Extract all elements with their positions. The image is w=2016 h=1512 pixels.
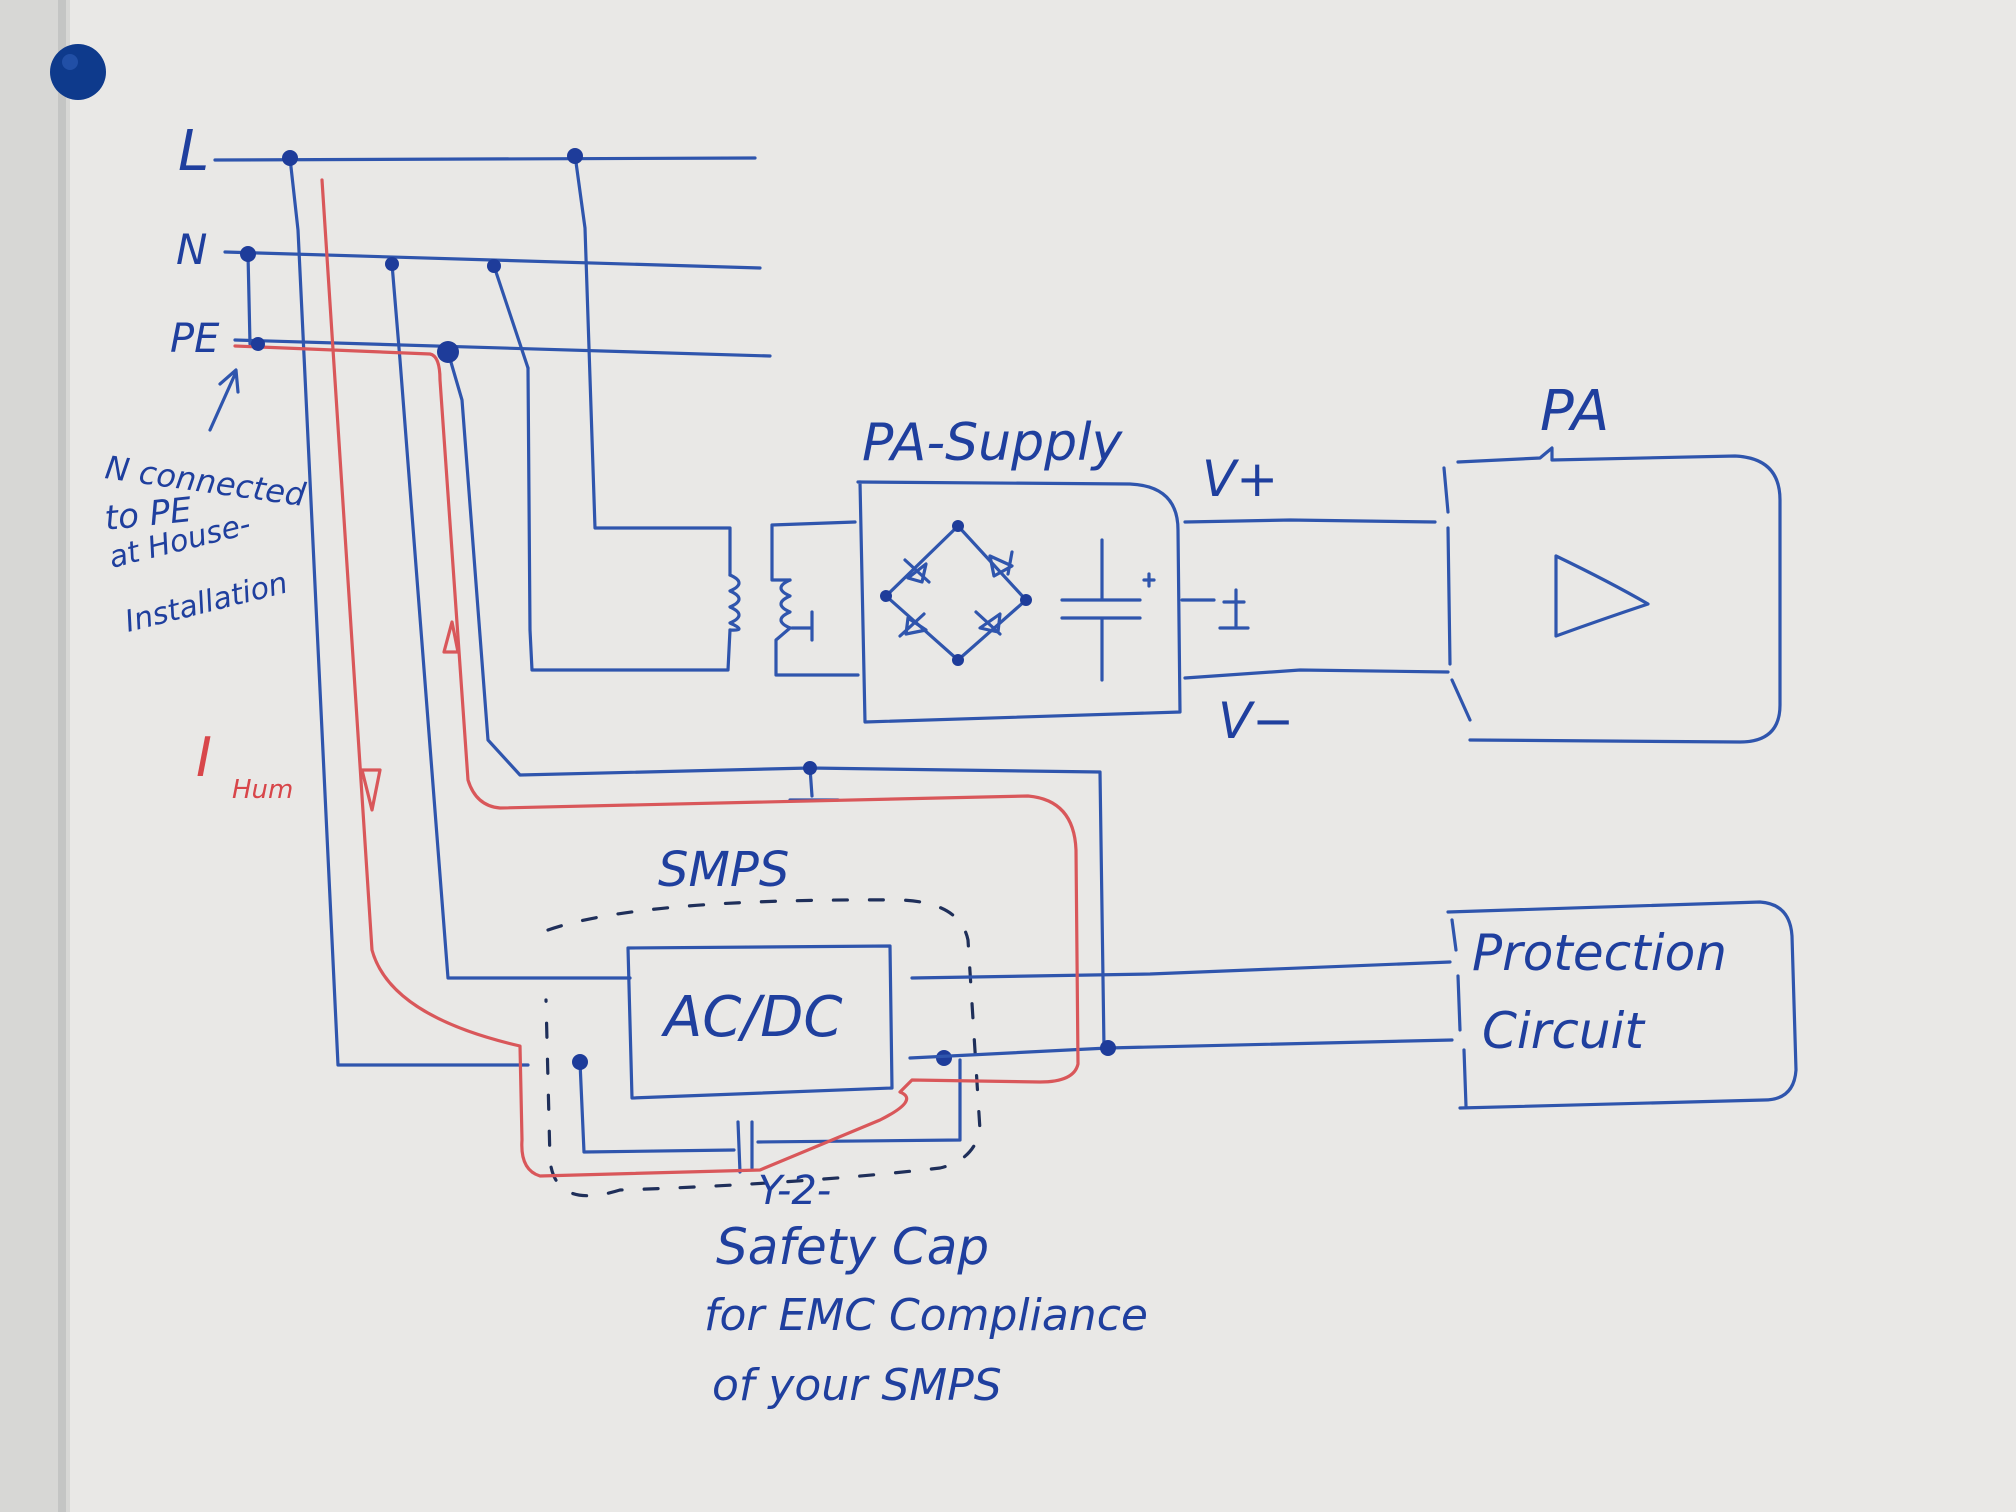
safety-cap-note: Safety Cap for EMC Compliance of your SM… [704,1218,1148,1411]
smps-dashed-boundary [544,898,982,1198]
protection-label-line1: Protection [1472,924,1727,982]
line-pe-wire [233,338,772,358]
junction-pe-1 [251,337,265,351]
note-line-4: Installation [121,566,291,640]
hum-arrow-down [360,768,382,812]
transformer [728,520,860,677]
v-plus-wire [1183,518,1437,524]
secondary-ground-stub [790,610,814,642]
note-line-2: to PE [103,490,194,539]
n-pe-bond [246,252,252,346]
bridge-node-left [880,590,892,602]
junction-n-3 [487,259,501,273]
junction-l-1 [282,150,298,166]
hum-arrow-up [442,620,460,654]
secondary-bottom-wire [774,626,860,677]
l-to-smps-wire [288,156,530,1067]
y2-label: Y-2- [758,1168,831,1214]
junction-pe-2 [437,341,459,363]
y2-capacitor-plates [736,1120,754,1174]
diode-3 [898,612,928,638]
v-plus-label: V+ [1202,450,1278,508]
protection-label-line2: Circuit [1482,1002,1646,1060]
protection-block: Protection Circuit [1446,900,1798,1110]
bridge-node-right [1020,594,1032,606]
n-to-transformer-wire [492,264,530,370]
line-l-label: L [178,119,209,184]
bridge-node-top [952,520,964,532]
ground-output-node [1100,1040,1116,1056]
amplifier-symbol [1554,554,1650,638]
junctions [240,148,583,363]
bridge-diamond [884,524,1028,662]
acdc-box [626,944,894,1100]
smps-block: SMPS AC/DC Y-2- [544,842,982,1214]
cap-note-line-2: for EMC Compliance [704,1290,1148,1341]
n-pe-note: N connected to PE at House- Installation [103,368,309,640]
n-to-smps-wire [390,262,632,980]
transformer-primary-coil [728,573,741,632]
hum-loop-path [233,178,1080,1178]
pa-supply-block: PA-Supply [856,413,1182,724]
note-arrow [208,368,240,432]
pa-box [1456,446,1782,744]
output-ground-stub [1180,588,1250,630]
line-pe-label: PE [170,316,220,362]
bridge-node-bottom [952,654,964,666]
capacitor-plus-sign [1142,572,1156,588]
hum-current-label: I [196,726,212,789]
pa-box-left [1442,466,1472,722]
junction-n-2 [385,257,399,271]
protection-box [1446,900,1798,1110]
junction-n-1 [240,246,256,262]
junction-l-2 [567,148,583,164]
smps-outputs [788,761,1454,1060]
smps-label: SMPS [658,842,789,898]
magnet-icon [50,44,106,100]
transformer-secondary-coil [779,578,792,630]
pa-block: PA [1442,379,1782,744]
smps-output-upper [910,960,1452,980]
secondary-top-wire [770,520,857,582]
v-minus-label: V− [1218,692,1294,750]
filter-capacitor [1060,538,1142,682]
smps-node-right [936,1050,952,1066]
magnet-highlight [62,54,78,70]
diode-2 [988,550,1014,578]
pa-supply-label: PA-Supply [862,413,1124,473]
feed-wires [288,153,1106,1067]
pa-supply-box [856,480,1182,724]
smps-node-left [572,1054,588,1070]
diode-4 [974,610,1002,636]
smps-output-lower [908,1038,1454,1060]
pa-label: PA [1540,379,1609,444]
protection-box-left [1450,918,1468,1108]
line-l-wire [213,156,757,162]
cap-note-line-3: of your SMPS [712,1360,1002,1411]
line-labels: L N PE [170,119,220,362]
hum-current-loop: I Hum [196,178,1080,1178]
hum-current-subscript: Hum [232,775,293,805]
transformer-primary-bottom [526,366,732,672]
l-to-transformer-wire [573,153,732,577]
cap-note-line-1: Safety Cap [716,1218,989,1276]
acdc-label: AC/DC [661,985,843,1050]
ground-node [803,761,817,775]
supply-outputs: V+ V− [1180,450,1450,750]
board-frame-edge [58,0,66,1512]
line-n-label: N [176,225,207,274]
diode-1 [903,558,931,584]
pe-to-ground-wire [446,350,1106,1050]
v-minus-wire [1183,668,1450,680]
y2-cap-left-wire [578,1060,736,1154]
